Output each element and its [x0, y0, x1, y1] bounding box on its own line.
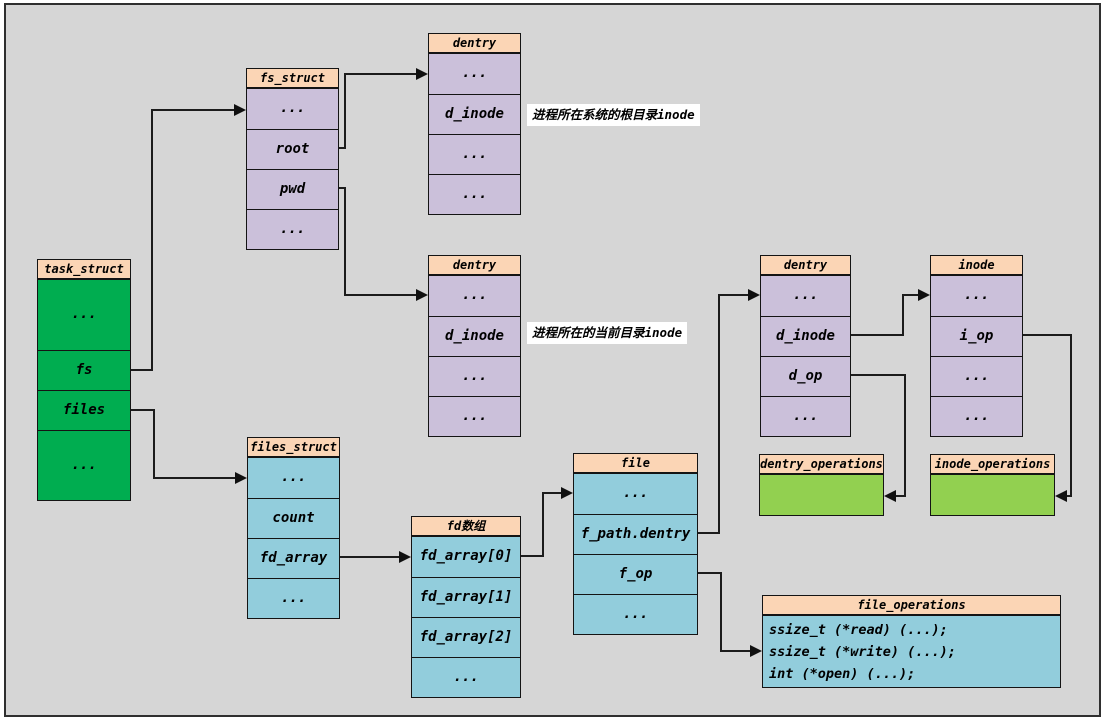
box-files-struct: files_struct ... count fd_array ... [247, 437, 340, 619]
dentry-operations-body [759, 474, 884, 516]
cell-ellipsis: ... [931, 396, 1022, 436]
cell-f-path-dentry: f_path.dentry [574, 514, 697, 554]
box-title-inode: inode [930, 255, 1023, 275]
cell-root: root [247, 129, 338, 169]
cell-fd-array-2: fd_array[2] [412, 617, 520, 657]
box-title-inode-operations: inode_operations [930, 454, 1055, 474]
box-title-file-operations: file_operations [762, 595, 1061, 615]
box-inode: inode ... i_op ... ... [930, 255, 1023, 437]
cell-pwd: pwd [247, 169, 338, 209]
cell-ellipsis: ... [247, 209, 338, 249]
cell-ellipsis: ... [248, 578, 339, 618]
cell-ellipsis: ... [71, 306, 97, 322]
box-file-operations: file_operations ssize_t (*read) (...); s… [762, 595, 1061, 688]
cell-ellipsis: ... [574, 594, 697, 634]
cell-ellipsis: ... [963, 287, 990, 303]
cell-ellipsis: ... [279, 100, 306, 116]
cell-ellipsis: ... [429, 134, 520, 174]
cell-ellipsis: ... [792, 287, 819, 303]
code-line-read: ssize_t (*read) (...); [769, 622, 948, 638]
cell-d-inode: d_inode [761, 316, 850, 356]
cell-ellipsis: ... [280, 469, 307, 485]
cell-i-op: i_op [931, 316, 1022, 356]
cell-fd-array-0: fd_array[0] [419, 548, 513, 564]
box-title-dentry: dentry [760, 255, 851, 275]
box-fd-array-table: fd数组 fd_array[0] fd_array[1] fd_array[2]… [411, 516, 521, 698]
cell-ellipsis: ... [461, 287, 488, 303]
cell-ellipsis: ... [38, 430, 130, 500]
box-title-dentry: dentry [428, 255, 521, 275]
cell-ellipsis: ... [429, 356, 520, 396]
cell-d-inode: d_inode [429, 94, 520, 134]
inode-operations-body [930, 474, 1055, 516]
box-fs-struct: fs_struct ... root pwd ... [246, 68, 339, 250]
cell-ellipsis: ... [931, 356, 1022, 396]
box-task-struct: task_struct ... fs files ... [37, 259, 131, 501]
cell-ellipsis: ... [412, 657, 520, 697]
note-current-directory-inode: 进程所在的当前目录inode [527, 322, 688, 344]
cell-ellipsis: ... [622, 485, 649, 501]
box-title-dentry: dentry [428, 33, 521, 53]
box-title-files-struct: files_struct [247, 437, 340, 457]
box-dentry-pwd: dentry ... d_inode ... ... [428, 255, 521, 437]
box-title-dentry-operations: dentry_operations [759, 454, 884, 474]
note-root-directory-inode: 进程所在系统的根目录inode [527, 104, 700, 126]
box-file: file ... f_path.dentry f_op ... [573, 453, 698, 635]
cell-fs: fs [38, 350, 130, 390]
box-dentry-operations: dentry_operations [759, 454, 884, 516]
cell-f-op: f_op [574, 554, 697, 594]
code-line-write: ssize_t (*write) (...); [769, 644, 956, 660]
cell-ellipsis: ... [429, 396, 520, 436]
cell-fd-array: fd_array [248, 538, 339, 578]
cell-fd-array-1: fd_array[1] [412, 577, 520, 617]
file-operations-body: ssize_t (*read) (...); ssize_t (*write) … [762, 615, 1061, 688]
box-title-fd-array: fd数组 [411, 516, 521, 536]
cell-ellipsis: ... [761, 396, 850, 436]
cell-ellipsis: ... [429, 174, 520, 214]
box-title-fs-struct: fs_struct [246, 68, 339, 88]
box-dentry-root: dentry ... d_inode ... ... [428, 33, 521, 215]
box-inode-operations: inode_operations [930, 454, 1055, 516]
cell-d-op: d_op [761, 356, 850, 396]
cell-files: files [38, 390, 130, 430]
cell-ellipsis: ... [461, 65, 488, 81]
code-line-open: int (*open) (...); [769, 666, 916, 682]
box-dentry-file: dentry ... d_inode d_op ... [760, 255, 851, 437]
box-title-file: file [573, 453, 698, 473]
cell-d-inode: d_inode [429, 316, 520, 356]
box-title-task-struct: task_struct [37, 259, 131, 279]
cell-count: count [248, 498, 339, 538]
